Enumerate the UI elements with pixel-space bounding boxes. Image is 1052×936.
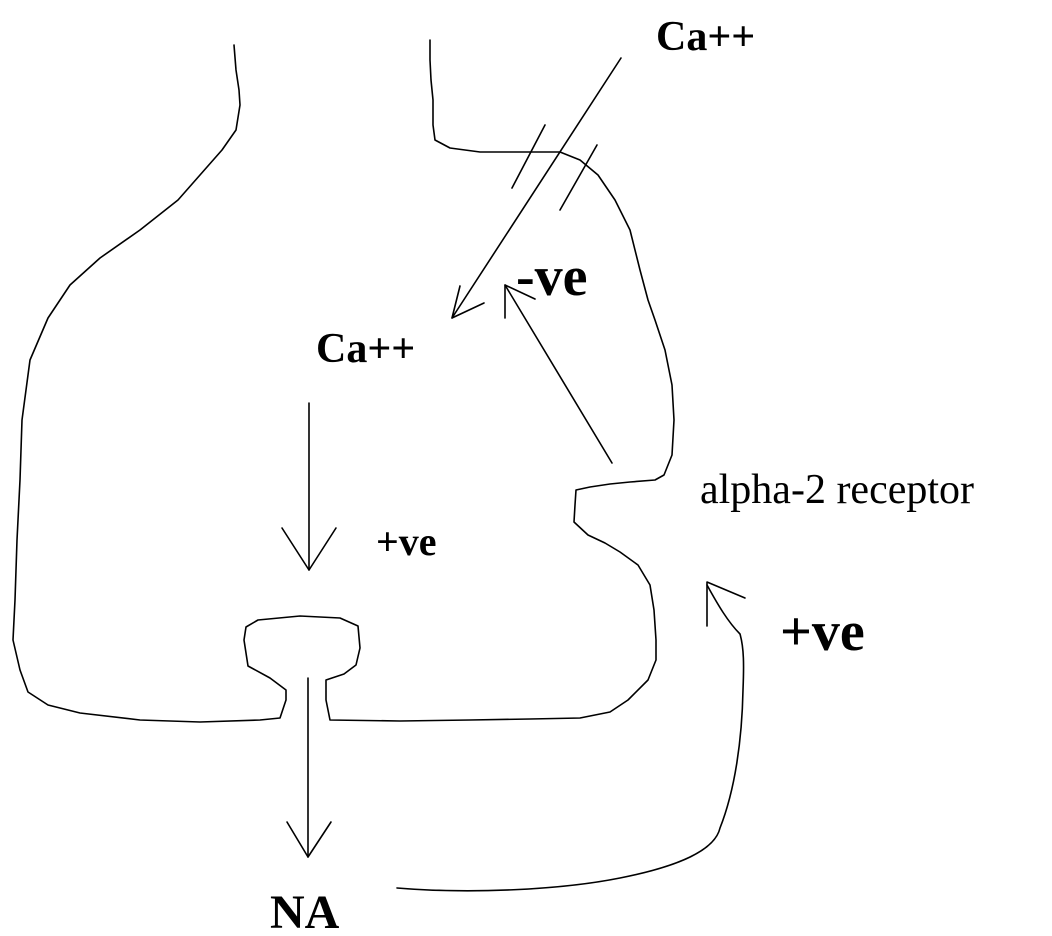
calcium-inside-label: Ca++ bbox=[316, 326, 415, 372]
nerve-terminal-outline bbox=[13, 40, 674, 722]
alpha2-receptor-label: alpha-2 receptor bbox=[700, 467, 974, 513]
calcium-channel-left-wall bbox=[512, 125, 545, 188]
autoreceptor-feedback-arrowhead bbox=[707, 582, 745, 626]
feedback-positive-effect-label: +ve bbox=[780, 601, 865, 663]
noradrenaline-release-arrowhead bbox=[287, 822, 331, 857]
calcium-outside-label: Ca++ bbox=[656, 14, 755, 60]
negative-effect-label: -ve bbox=[516, 246, 588, 308]
release-positive-effect-label: +ve bbox=[376, 519, 437, 564]
inhibition-arrow bbox=[505, 285, 612, 463]
calcium-influx-arrowhead bbox=[452, 286, 484, 318]
autoreceptor-feedback-curve bbox=[397, 585, 744, 891]
noradrenaline-label: NA bbox=[270, 886, 340, 936]
